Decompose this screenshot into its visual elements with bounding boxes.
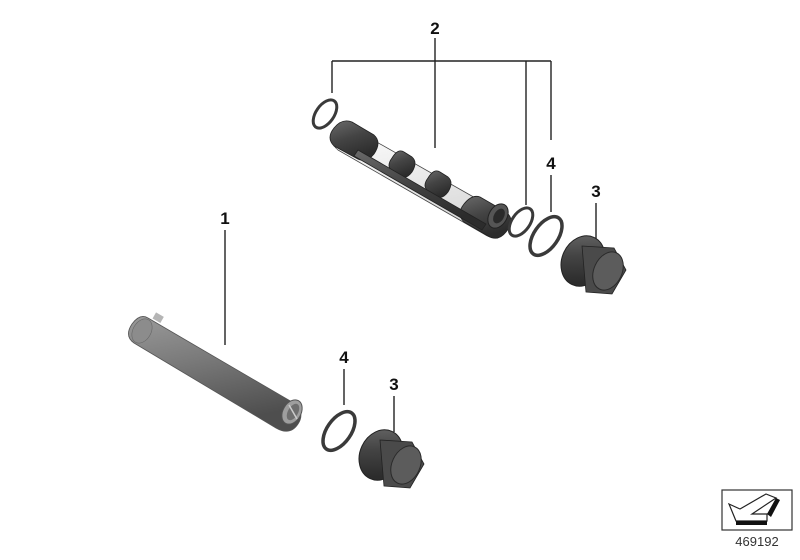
reference-arrow-icon bbox=[721, 489, 793, 531]
callout-3-upper[interactable]: 3 bbox=[591, 182, 601, 201]
callout-4-upper[interactable]: 4 bbox=[546, 154, 556, 173]
reference-number: 469192 bbox=[735, 534, 779, 549]
callout-2[interactable]: 2 bbox=[430, 19, 440, 38]
leader-lines bbox=[224, 38, 597, 432]
callout-4-lower[interactable]: 4 bbox=[339, 348, 349, 367]
part-screw-plug-lower[interactable] bbox=[351, 423, 427, 489]
part-o-rings[interactable] bbox=[308, 96, 568, 456]
part-screw-plug-upper[interactable] bbox=[553, 229, 629, 295]
part-filter-insert[interactable] bbox=[329, 120, 512, 239]
part-axle-pin[interactable] bbox=[128, 312, 307, 432]
callout-3-lower[interactable]: 3 bbox=[389, 375, 399, 394]
callout-1[interactable]: 1 bbox=[220, 209, 230, 228]
